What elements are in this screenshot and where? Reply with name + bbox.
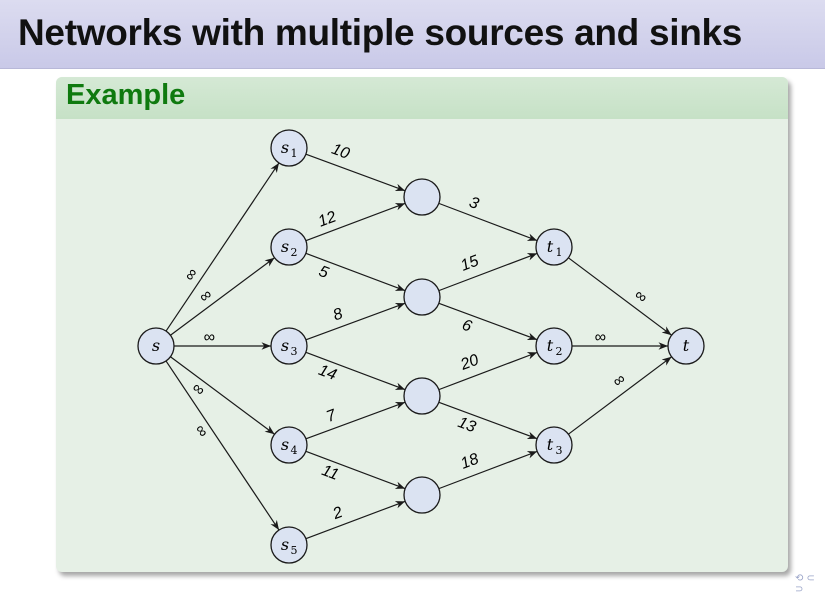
edge-s4-m3 xyxy=(305,401,406,440)
navigation-symbols-icon[interactable]: ⟲ ⊂ ⊃ xyxy=(795,573,815,595)
edge-capacity-label: 2 xyxy=(330,504,345,523)
node-circle xyxy=(535,426,573,464)
edge-s3-m2 xyxy=(305,302,406,341)
edge-m3-t3 xyxy=(438,401,538,440)
edge-capacity-label: 18 xyxy=(458,451,481,473)
edge-s4-m4 xyxy=(305,450,406,490)
node-circle xyxy=(403,278,441,316)
node-m3 xyxy=(403,377,441,415)
slide-title-bar: Networks with multiple sources and sinks xyxy=(0,0,825,69)
node-subscript: 1 xyxy=(556,246,563,259)
edge-m4-t3 xyxy=(438,450,538,490)
edge-capacity-label: 5 xyxy=(316,263,330,282)
node-m1 xyxy=(403,178,441,216)
edge-capacity-label: ∞ xyxy=(203,329,214,346)
edge-s1-m1 xyxy=(305,153,406,192)
node-subscript: 3 xyxy=(291,345,298,358)
edge-capacity-label: ∞ xyxy=(610,371,629,391)
example-block-title: Example xyxy=(66,79,186,111)
node-circle xyxy=(270,129,308,167)
node-label: s xyxy=(281,138,289,157)
edge-s-s4 xyxy=(170,356,275,435)
node-subscript: 2 xyxy=(291,246,298,259)
node-label: s xyxy=(281,336,289,355)
edge-capacity-label: 13 xyxy=(455,414,478,436)
edge-s-s5 xyxy=(165,360,280,531)
node-circle xyxy=(403,377,441,415)
edge-capacity-label: 8 xyxy=(331,305,345,324)
slide-title: Networks with multiple sources and sinks xyxy=(18,12,743,53)
node-s: s xyxy=(137,327,175,365)
node-subscript: 2 xyxy=(556,345,563,358)
edge-s5-m4 xyxy=(305,500,406,540)
node-subscript: 3 xyxy=(556,444,563,457)
edge-s3-m3 xyxy=(305,351,406,391)
example-block-header: Example xyxy=(56,77,788,119)
node-label: t xyxy=(547,435,554,454)
edge-m2-t2 xyxy=(438,302,538,341)
edge-capacity-label: ∞ xyxy=(631,286,650,306)
node-circle xyxy=(667,327,705,365)
edge-s-s1 xyxy=(165,162,280,332)
edge-capacity-label: 12 xyxy=(316,208,339,230)
edge-t1-t xyxy=(568,257,672,336)
edge-m2-t1 xyxy=(438,252,538,292)
node-label: s xyxy=(281,435,289,454)
node-circle xyxy=(403,178,441,216)
edge-capacity-label: 7 xyxy=(324,406,339,425)
node-label: t xyxy=(547,237,554,256)
node-m4 xyxy=(403,476,441,514)
node-subscript: 4 xyxy=(291,444,298,457)
edge-t3-t xyxy=(568,356,672,435)
node-circle xyxy=(403,476,441,514)
edge-capacity-label: 14 xyxy=(316,362,339,384)
node-circle xyxy=(137,327,175,365)
edge-s2-m1 xyxy=(305,202,406,242)
node-m2 xyxy=(403,278,441,316)
node-subscript: 5 xyxy=(291,544,298,557)
edge-capacity-label: 10 xyxy=(329,141,352,163)
edge-s-s2 xyxy=(170,257,275,336)
edge-capacity-label: 6 xyxy=(460,317,474,336)
edge-capacity-label: ∞ xyxy=(181,265,201,284)
node-circle xyxy=(270,228,308,266)
edge-s2-m2 xyxy=(305,252,406,292)
node-label: s xyxy=(281,535,289,554)
node-circle xyxy=(535,228,573,266)
edge-capacity-label: 11 xyxy=(319,462,341,484)
edge-m3-t2 xyxy=(438,351,538,391)
node-t: t xyxy=(667,327,705,365)
node-circle xyxy=(270,426,308,464)
edge-capacity-label: 3 xyxy=(467,194,481,213)
node-circle xyxy=(535,327,573,365)
node-label: s xyxy=(281,237,289,256)
node-circle xyxy=(270,327,308,365)
node-label: t xyxy=(683,336,690,355)
node-label: s xyxy=(152,336,160,355)
edge-capacity-label: 15 xyxy=(458,253,481,275)
edge-capacity-label: ∞ xyxy=(594,329,605,346)
edge-capacity-label: 20 xyxy=(457,352,481,375)
node-circle xyxy=(270,526,308,564)
edge-m1-t1 xyxy=(438,202,538,242)
node-subscript: 1 xyxy=(291,147,298,160)
node-label: t xyxy=(547,336,554,355)
